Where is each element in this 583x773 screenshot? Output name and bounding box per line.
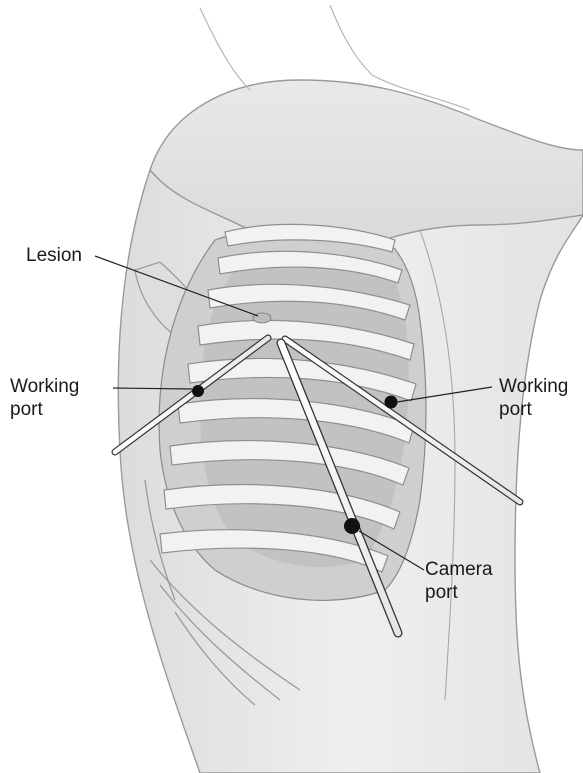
right-working-port — [385, 396, 398, 409]
lesion-marker — [253, 313, 271, 323]
working-port-left-label-line1: Working — [10, 376, 79, 398]
lesion-label: Lesion — [26, 245, 82, 267]
working-port-left-label-line2: port — [10, 399, 43, 421]
camera-port-label-line1: Camera — [425, 559, 493, 581]
camera-port-label-line2: port — [425, 582, 458, 604]
working-port-right-label-line1: Working — [499, 376, 568, 398]
working-port-right-label-line2: port — [499, 399, 532, 421]
left-working-port — [192, 385, 204, 397]
camera-port — [344, 518, 360, 534]
